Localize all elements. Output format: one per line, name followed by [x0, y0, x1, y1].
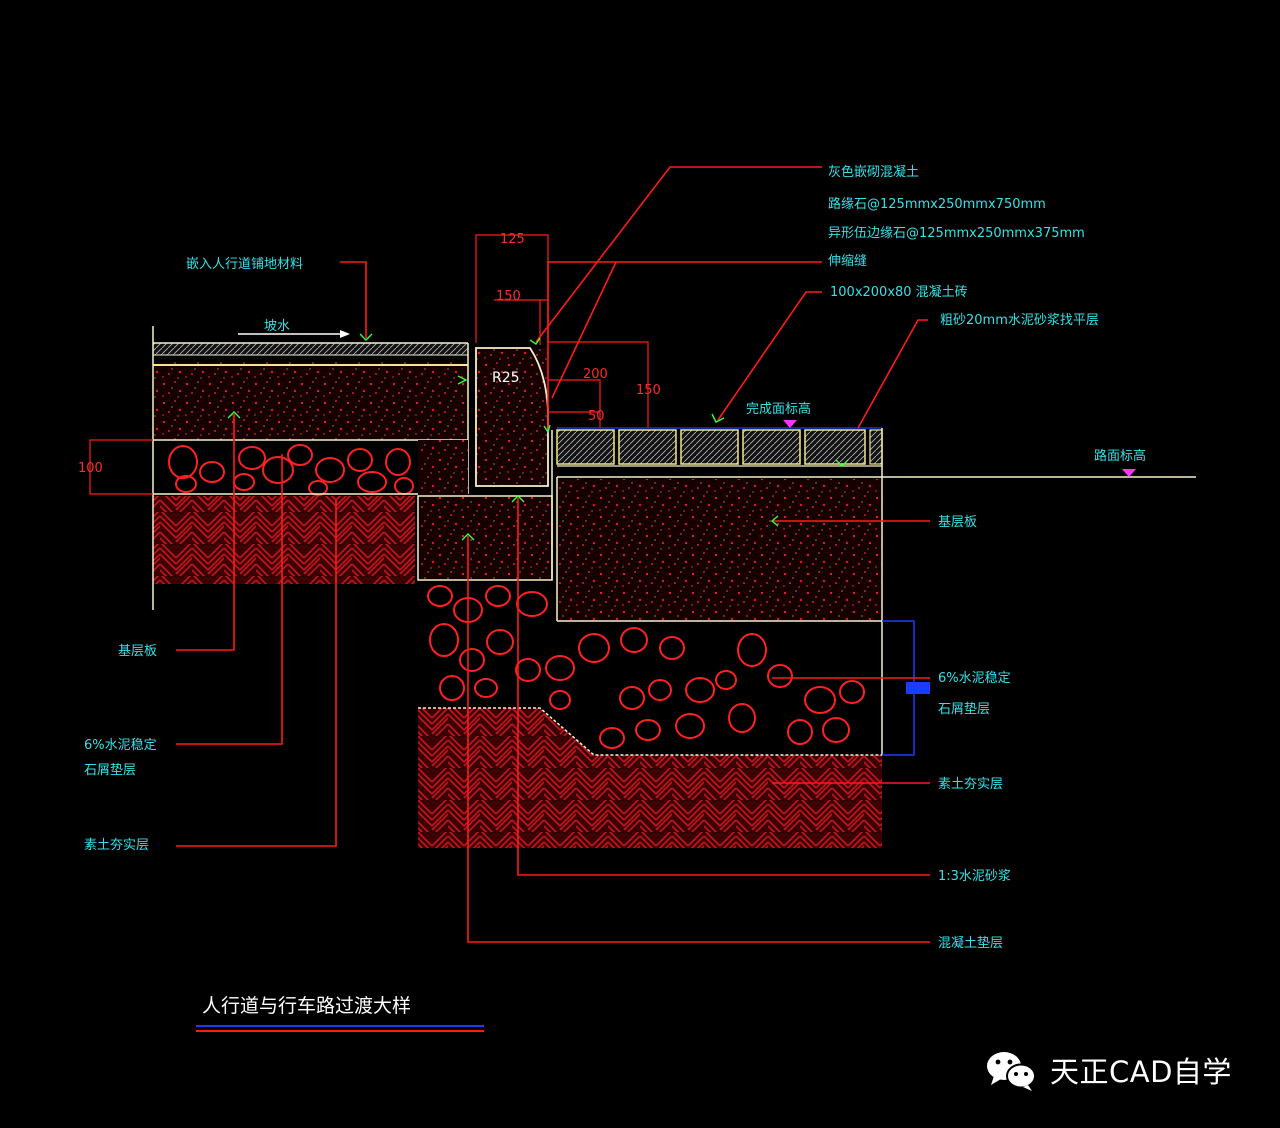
label-left-gravel-1: 6%水泥稳定 — [84, 737, 157, 753]
dim-50: 50 — [588, 409, 605, 424]
label-sidewalk-material: 嵌入人行道铺地材料 — [186, 257, 303, 272]
label-right-gravel-2: 石屑垫层 — [938, 701, 990, 717]
dim-150-b: 150 — [636, 383, 661, 398]
roadway-section — [418, 427, 1196, 848]
label-right-soil: 素土夯实层 — [938, 777, 1003, 792]
label-special-curb: 异形伍边缘石@125mmx250mmx375mm — [828, 226, 1085, 241]
curb-stone — [417, 347, 553, 581]
label-concrete-brick: 100x200x80 混凝土砖 — [830, 284, 968, 300]
label-road-elevation: 路面标高 — [1094, 448, 1146, 464]
elevation-marker-road — [1122, 469, 1136, 477]
label-right-bottom: 混凝土垫层 — [938, 935, 1003, 951]
wechat-icon — [987, 1052, 1036, 1091]
label-finish-elevation: 完成面标高 — [746, 401, 811, 417]
label-slope: 坡水 — [264, 319, 290, 334]
left-gravel-stones — [168, 444, 414, 496]
road-gravel-stones — [427, 585, 865, 749]
label-left-gravel-2: 石屑垫层 — [84, 762, 136, 778]
slope-arrow — [238, 330, 350, 338]
label-right-mortar: 1:3水泥砂浆 — [938, 869, 1011, 884]
watermark: 天正CAD自学 — [984, 1048, 1232, 1092]
label-curb-stone: 路缘石@125mmx250mmx750mm — [828, 196, 1046, 212]
paver-bricks — [556, 429, 883, 465]
leader-arrows — [227, 333, 849, 541]
label-right-base: 基层板 — [938, 515, 977, 530]
label-gray-concrete: 灰色嵌砌混凝土 — [828, 164, 919, 180]
drawing-title: 人行道与行车路过渡大样 — [202, 995, 411, 1017]
label-right-gravel-1: 6%水泥稳定 — [938, 670, 1011, 686]
dim-200: 200 — [583, 367, 608, 382]
elevation-marker-finish — [783, 420, 797, 428]
label-left-base: 基层板 — [118, 644, 157, 659]
dim-125: 125 — [500, 232, 525, 247]
label-expansion-joint: 伸缩缝 — [828, 253, 867, 269]
radius-r25: R25 — [492, 370, 520, 386]
leader-lines — [176, 166, 930, 943]
dim-150: 150 — [496, 289, 521, 304]
dim-100: 100 — [78, 461, 103, 476]
sidewalk-section — [152, 326, 469, 610]
watermark-text: 天正CAD自学 — [1050, 1055, 1232, 1089]
label-sand-mortar: 粗砂20mm水泥砂浆找平层 — [940, 313, 1099, 328]
label-left-soil: 素土夯实层 — [84, 838, 149, 853]
annotation-labels: 灰色嵌砌混凝土 路缘石@125mmx250mmx750mm 异形伍边缘石@125… — [84, 164, 1146, 951]
